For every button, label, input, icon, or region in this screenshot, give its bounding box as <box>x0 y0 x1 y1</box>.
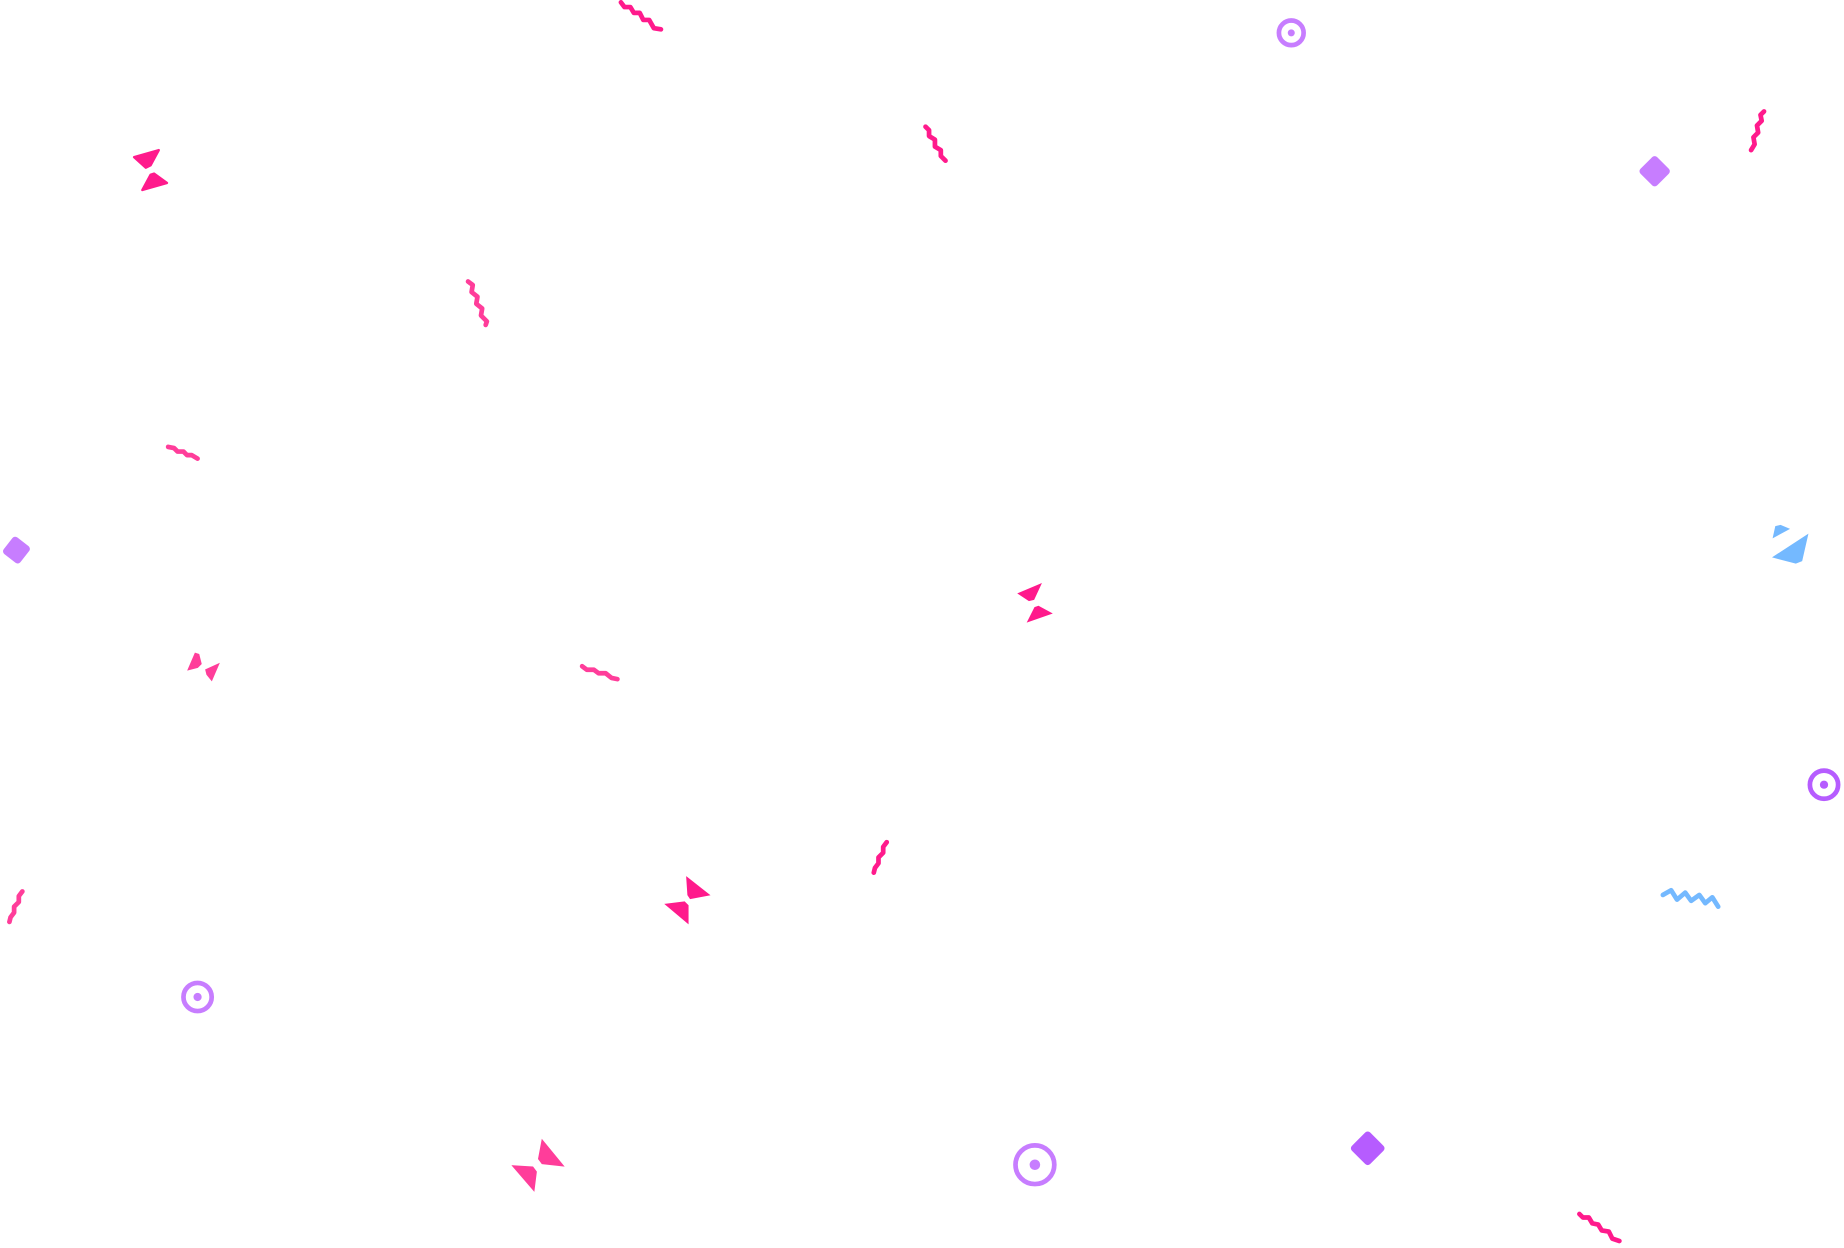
squiggle-shape <box>618 0 664 32</box>
zigzag-shape <box>1660 887 1721 910</box>
squiggle-shape <box>165 444 200 461</box>
squiggle-shape <box>1748 109 1767 153</box>
squiggle-shape <box>465 279 490 328</box>
bowtie-shape <box>511 1138 565 1192</box>
squiggle-shape <box>1577 1211 1622 1244</box>
ring-shape <box>1276 18 1306 48</box>
ring-shape <box>1807 768 1841 802</box>
squiggle-shape <box>923 124 948 164</box>
diamond-shape <box>1350 1131 1385 1166</box>
squiggle-shape <box>871 839 890 876</box>
squiggle-shape <box>579 663 620 682</box>
squiggle-shape <box>7 889 25 925</box>
ring-shape <box>181 980 215 1014</box>
ring-shape <box>1013 1143 1057 1187</box>
bowtie-shape <box>1017 582 1053 623</box>
bowtie-shape <box>187 652 220 682</box>
bowtie-shape <box>664 876 711 925</box>
diamond-shape <box>3 536 30 564</box>
diamond-shape <box>1639 156 1670 187</box>
bowtie-shape <box>132 148 169 192</box>
triangle-shape <box>1772 524 1809 564</box>
